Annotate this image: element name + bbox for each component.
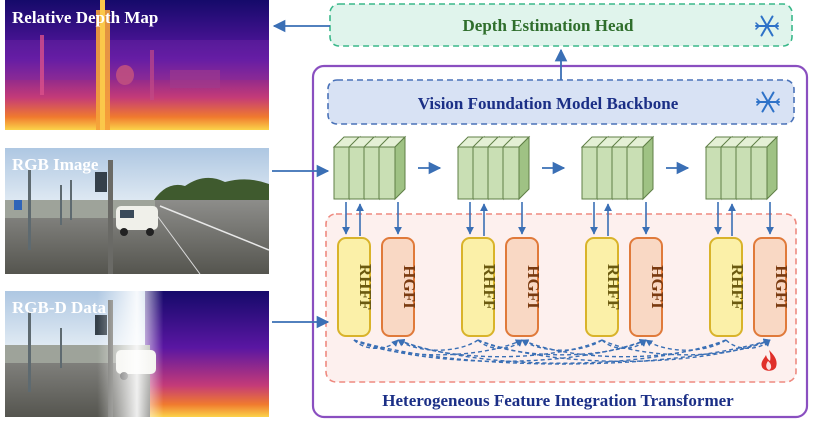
feature-map-stack <box>456 135 531 201</box>
feature-map-stack <box>580 135 655 201</box>
rhff-label: RHFF <box>728 264 747 310</box>
flow-arrows <box>272 19 568 329</box>
connection-curve <box>521 339 727 358</box>
cross-stage-connections <box>353 338 771 365</box>
hgfi-label: HGFI <box>400 265 419 309</box>
connection-curve <box>725 339 771 350</box>
stage-1: RHFF HGFI <box>332 135 442 337</box>
rhff-label: RHFF <box>480 264 499 310</box>
connection-curve <box>601 339 771 356</box>
stage-2: RHFF HGFI <box>456 135 566 337</box>
rhff-label: RHFF <box>604 264 623 310</box>
depth-estimation-head: Depth Estimation Head <box>329 3 793 47</box>
rhff-block <box>337 237 371 337</box>
stage-4: RHFF HGFI <box>704 135 791 337</box>
rhff-block <box>585 237 619 337</box>
rhff-block <box>461 237 495 337</box>
connection-curve <box>353 338 771 365</box>
hgfi-block <box>381 237 415 337</box>
connection-curve <box>645 339 727 351</box>
rgb-image-label: RGB Image <box>12 155 99 174</box>
vision-backbone: Vision Foundation Model Backbone <box>327 79 795 125</box>
flame-icon <box>761 350 777 371</box>
connection-curve <box>521 339 603 351</box>
feature-map-stack <box>332 135 407 201</box>
snowflake-icon <box>756 91 780 113</box>
feature-map-stack <box>704 135 779 201</box>
relative-depth-map-label: Relative Depth Map <box>12 8 158 27</box>
snowflake-icon <box>755 15 779 37</box>
connection-curve <box>397 339 479 351</box>
stage-3: RHFF HGFI <box>580 135 690 337</box>
connection-curve <box>477 339 771 363</box>
rhff-label: RHFF <box>356 264 375 310</box>
rgbd-data-image: RGB-D Data <box>5 291 269 417</box>
hgfi-block <box>629 237 663 337</box>
hgfi-block <box>505 237 539 337</box>
rgbd-data-label: RGB-D Data <box>12 298 106 317</box>
hgfi-label: HGFI <box>524 265 543 309</box>
rgb-image: RGB Image <box>5 148 269 274</box>
hfit-title: Heterogeneous Feature Integration Transf… <box>382 391 734 410</box>
connection-curve <box>353 339 647 363</box>
hgfi-label: HGFI <box>772 265 791 309</box>
vision-backbone-label: Vision Foundation Model Backbone <box>418 94 679 113</box>
hgfi-label: HGFI <box>648 265 667 309</box>
relative-depth-map-image: Relative Depth Map <box>5 0 269 130</box>
depth-estimation-head-label: Depth Estimation Head <box>463 16 635 35</box>
rhff-block <box>709 237 743 337</box>
integration-region <box>325 213 797 383</box>
hgfi-block <box>753 237 787 337</box>
